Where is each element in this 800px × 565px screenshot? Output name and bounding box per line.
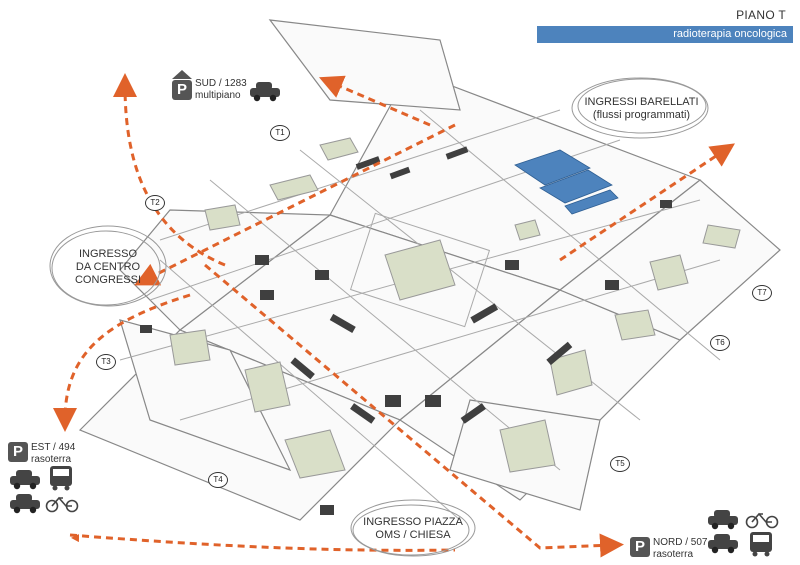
arrow-piazza	[69, 533, 456, 552]
car-icon	[10, 470, 40, 490]
parking-est-label: EST / 494 rasoterra	[31, 442, 76, 465]
taxi-icon	[708, 510, 738, 530]
entrance-congress-label: INGRESSO DA CENTRO CONGRESSI	[74, 248, 141, 286]
entrance-piazza-label: INGRESSO PIAZZA OMS / CHIESA	[363, 516, 463, 541]
radiotherapy-department	[514, 149, 619, 215]
arrow-north-west	[134, 123, 456, 286]
taxi-icon	[10, 494, 40, 514]
arrow-diagonal	[204, 263, 624, 558]
legend-label: radioterapia oncologica	[673, 28, 787, 40]
legend-band: radioterapia oncologica	[537, 26, 793, 43]
car-icon	[250, 82, 280, 102]
parking-sud-roof-icon	[172, 70, 192, 79]
arrow-sud	[318, 75, 431, 127]
tower-marker-t7: T7	[752, 285, 772, 301]
bus-icon	[750, 532, 772, 557]
parking-nord-label: NORD / 507 rasoterra	[653, 537, 708, 560]
car-icon	[708, 534, 738, 554]
access-arrows	[53, 73, 735, 558]
corridors	[119, 109, 721, 521]
service-blocks	[140, 146, 672, 515]
courtyards	[169, 137, 741, 479]
parking-sud-icon: P	[172, 80, 192, 100]
arrow-est	[53, 293, 191, 432]
arrow-north-east	[559, 143, 735, 262]
entrance-stretcher-label: INGRESSI BARELLATI (flussi programmati)	[584, 96, 699, 121]
tower-marker-t4: T4	[208, 472, 228, 488]
entrance-ellipses	[49, 77, 709, 557]
tower-marker-t5: T5	[610, 456, 630, 472]
bicycle-icon	[745, 512, 779, 529]
parking-sud-label: SUD / 1283 multipiano	[195, 78, 247, 101]
floor-label: PIANO T	[736, 8, 786, 22]
bus-icon	[50, 466, 72, 491]
tower-marker-t6: T6	[710, 335, 730, 351]
tower-marker-t2: T2	[145, 195, 165, 211]
arrow-t2	[113, 73, 226, 267]
parking-nord-icon: P	[630, 537, 650, 557]
tower-marker-t1: T1	[270, 125, 290, 141]
parking-est-icon: P	[8, 442, 28, 462]
tower-marker-t3: T3	[96, 354, 116, 370]
bicycle-icon	[45, 496, 79, 513]
